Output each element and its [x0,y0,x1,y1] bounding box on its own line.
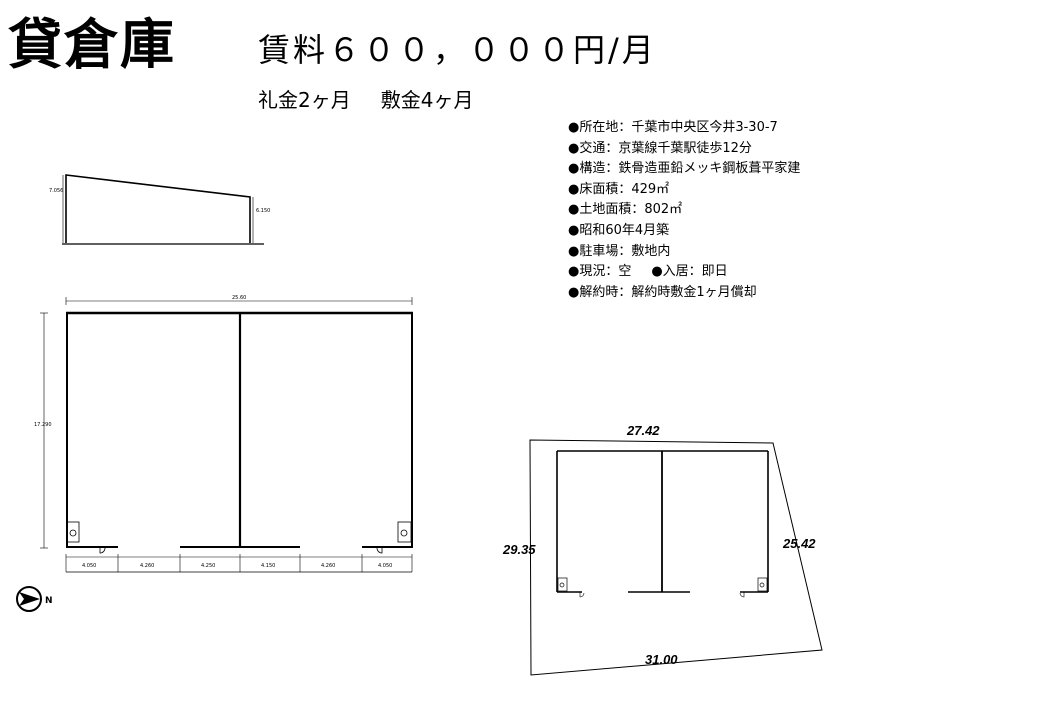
plan-fixture-right [397,521,412,543]
plan-depth: 17.290 [34,422,52,428]
fees-line: 礼金2ヶ月 敷金4ヶ月 [258,90,473,110]
site-left-length: 29.35 [502,542,536,557]
north-arrow-icon [16,586,42,612]
site-right-length: 25.42 [782,536,816,551]
site-boundary [529,439,823,676]
north-label: N [45,596,53,606]
info-cancellation: ●解約時：解約時敷金1ヶ月償却 [568,284,757,300]
info-floor-area: ●床面積：429㎡ [568,181,670,197]
site-bottom-length: 31.00 [645,652,678,667]
site-toilet-right [759,582,765,588]
plan-segment-2: 4.260 [140,563,154,569]
elevation-left-height: 7.056 [49,188,63,194]
floor-plan [40,297,413,573]
info-move-in: ●入居：即日 [651,264,728,280]
site-top-length: 27.42 [626,423,660,438]
elevation-drawing [62,174,264,245]
info-land-area: ●土地面積：802㎡ [568,202,683,218]
security-deposit: 敷金4ヶ月 [380,88,474,112]
site-plan [529,439,823,676]
info-status: ●現況：空 [568,264,632,280]
site-fixture-left [557,577,568,592]
site-toilet-left [559,582,565,588]
info-location: ●所在地：千葉市中央区今井3-30-7 [568,120,778,135]
plan-segment-6: 4.050 [378,563,392,569]
plan-toilet-right [400,529,408,537]
site-door-right [739,592,745,598]
key-money: 礼金2ヶ月 [258,88,351,112]
rent-price: 賃料６００，０００円/月 [258,31,657,69]
info-built: ●昭和60年4月築 [568,222,670,238]
elevation-outline [65,174,251,243]
info-parking: ●駐車場：敷地内 [568,243,671,259]
info-access: ●交通：京葉線千葉駅徒歩12分 [568,140,752,156]
elevation-right-height: 6.150 [256,208,270,214]
plan-segment-5: 4.260 [321,563,335,569]
property-info-list: ●所在地：千葉市中央区今井3-30-7 ●交通：京葉線千葉駅徒歩12分 ●構造：… [568,118,800,303]
site-fixture-right [757,577,768,592]
info-structure: ●構造：鉄骨造亜鉛メッキ鋼板葺平家建 [568,161,801,177]
plan-segment-1: 4.050 [82,563,96,569]
plan-door-right [376,547,383,554]
plan-segment-3: 4.250 [201,563,215,569]
plan-fixture-left [66,521,80,543]
info-status-row: ●現況：空 ●入居：即日 [568,262,800,283]
site-door-left [579,592,585,598]
plan-toilet-left [69,529,77,537]
plan-total-width: 25.60 [232,295,246,301]
page-title: 貸倉庫 [8,13,176,76]
plan-door-left [99,547,106,554]
plan-segment-4: 4.150 [261,563,275,569]
